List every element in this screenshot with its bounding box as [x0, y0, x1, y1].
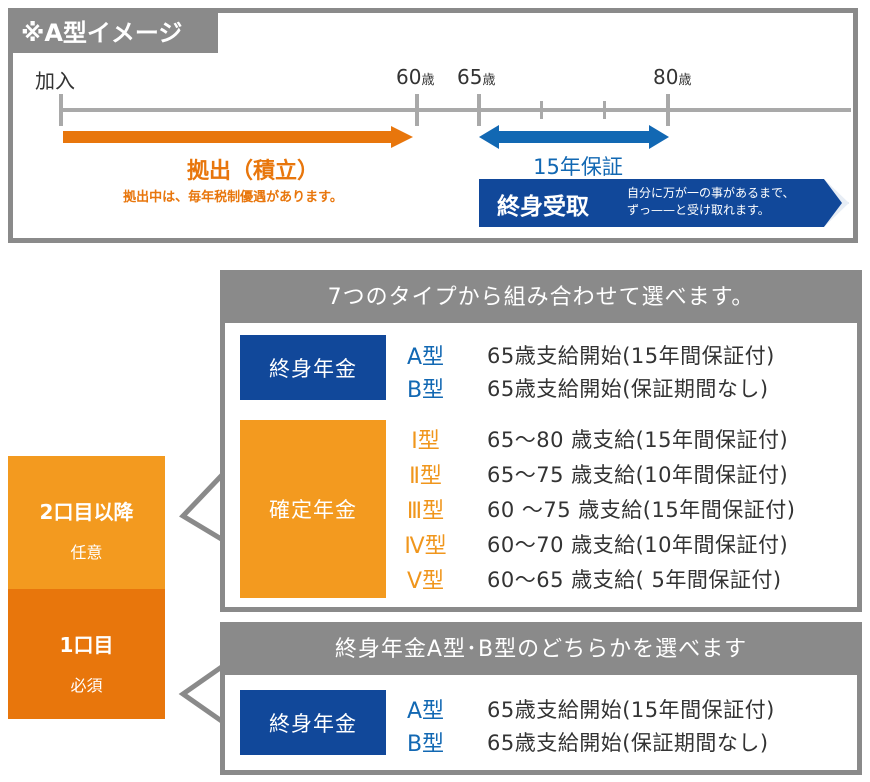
ab-choice-header: 終身年金A型･B型のどちらかを選べます	[225, 627, 857, 675]
lifetime-note-line2: ずっ——と受け取れます。	[627, 203, 770, 217]
age-65-label: 65歳	[457, 65, 496, 89]
second-onward-block: 2口目以降 任意	[8, 456, 165, 589]
age-80-label: 80歳	[653, 65, 692, 89]
lower-callout-pointer	[178, 662, 225, 728]
seven-types-panel: 7つのタイプから組み合わせて選べます。 終身年金 A型 65歳支給開始(15年間…	[220, 270, 862, 612]
first-unit-sub: 必須	[70, 676, 103, 695]
fixed-annuity-category: 確定年金	[240, 420, 386, 598]
join-label: 加入	[35, 69, 75, 93]
second-onward-label: 2口目以降	[39, 500, 134, 524]
type-b-desc: 65歳支給開始(保証期間なし)	[487, 377, 769, 401]
type-5-label: Ⅴ型	[406, 569, 445, 594]
timeline-tick-60	[415, 94, 419, 126]
type-a-label: A型	[406, 345, 445, 370]
contribution-title: 拠出（積立）	[186, 159, 319, 184]
contribution-arrow	[63, 126, 413, 148]
lifetime-receipt-note: 自分に万が一の事があるまで、 ずっ——と受け取れます。	[627, 185, 795, 219]
type-4-desc: 60〜70 歳支給(10年間保証付)	[487, 533, 789, 557]
guarantee-label: 15年保証	[533, 155, 623, 179]
upper-callout-pointer	[179, 472, 225, 548]
type-5-desc: 60〜65 歳支給( 5年間保証付)	[487, 568, 782, 592]
type-3-desc: 60 〜75 歳支給(15年間保証付)	[487, 498, 796, 522]
lower-type-a-desc: 65歳支給開始(15年間保証付)	[487, 698, 775, 722]
lifetime-annuity-category: 終身年金	[240, 335, 386, 400]
lifetime-receipt-label: 終身受取	[497, 194, 589, 220]
guarantee-arrow	[479, 125, 669, 149]
type-3-label: Ⅲ型	[406, 499, 445, 524]
type-b-label: B型	[406, 378, 445, 403]
first-unit-block: 1口目 必須	[8, 589, 165, 719]
lower-type-b-label: B型	[406, 732, 445, 757]
second-onward-sub: 任意	[70, 543, 103, 562]
timeline-tick-75	[603, 101, 606, 119]
type-2-desc: 65〜75 歳支給(10年間保証付)	[487, 463, 789, 487]
contribution-note: 拠出中は、毎年税制優遇があります。	[123, 190, 343, 205]
lifetime-receipt-banner: 終身受取 自分に万が一の事があるまで、 ずっ——と受け取れます。	[479, 179, 849, 227]
seven-types-header: 7つのタイプから組み合わせて選べます。	[225, 275, 857, 323]
timeline-tick-join	[59, 94, 63, 126]
timeline-tick-80	[666, 94, 670, 126]
a-type-image-box: ※A型イメージ 加入 60歳 65歳 80歳 拠出（積立） 拠出中は、毎年税制優…	[8, 8, 858, 243]
lifetime-note-line1: 自分に万が一の事があるまで、	[627, 186, 795, 200]
type-1-label: Ⅰ型	[411, 429, 440, 454]
timeline-tick-65	[477, 94, 481, 126]
ab-choice-panel: 終身年金A型･B型のどちらかを選べます 終身年金 A型 65歳支給開始(15年間…	[220, 622, 862, 775]
type-a-desc: 65歳支給開始(15年間保証付)	[487, 344, 775, 368]
type-1-desc: 65〜80 歳支給(15年間保証付)	[487, 428, 789, 452]
image-box-title: ※A型イメージ	[13, 13, 218, 53]
timeline-tick-70	[540, 101, 543, 119]
timeline-axis	[61, 108, 851, 112]
age-60-label: 60歳	[396, 65, 435, 89]
type-4-label: Ⅳ型	[404, 534, 447, 559]
lower-type-a-label: A型	[406, 699, 445, 724]
lifetime-banner-shape	[479, 179, 849, 227]
lower-lifetime-annuity-category: 終身年金	[240, 690, 386, 755]
type-2-label: Ⅱ型	[409, 464, 442, 489]
first-unit-label: 1口目	[59, 633, 114, 657]
lower-type-b-desc: 65歳支給開始(保証期間なし)	[487, 731, 769, 755]
